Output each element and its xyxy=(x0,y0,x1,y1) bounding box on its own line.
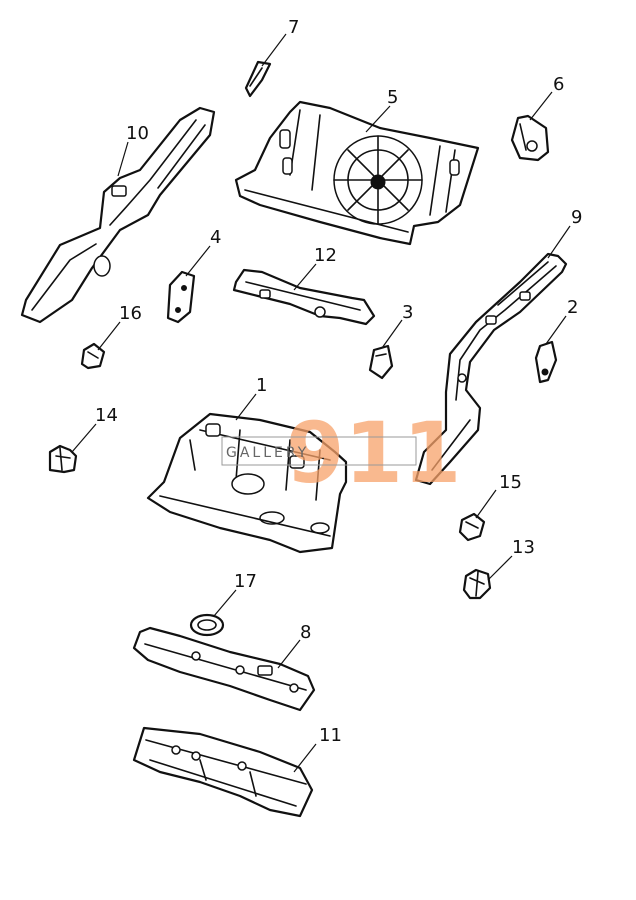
leader-17 xyxy=(213,589,237,617)
part-15[interactable] xyxy=(458,512,486,542)
part-9[interactable] xyxy=(414,252,568,486)
label-9[interactable]: 9 xyxy=(571,207,582,228)
part-12[interactable] xyxy=(232,268,376,326)
leader-8 xyxy=(277,639,301,669)
part-17[interactable] xyxy=(189,613,225,637)
leader-10 xyxy=(117,141,129,177)
watermark-number: 911 xyxy=(286,404,461,502)
leader-9 xyxy=(547,225,571,259)
watermark-text: GALLERY xyxy=(226,445,309,461)
label-16[interactable]: 16 xyxy=(119,303,142,324)
label-4[interactable]: 4 xyxy=(210,227,221,248)
part-1[interactable] xyxy=(146,412,348,554)
leader-6 xyxy=(529,91,553,121)
part-2[interactable] xyxy=(534,340,558,384)
part-8[interactable] xyxy=(132,626,316,712)
label-10[interactable]: 10 xyxy=(126,123,149,144)
watermark: 911 GALLERY xyxy=(221,404,461,502)
part-11[interactable] xyxy=(132,726,314,818)
part-14[interactable] xyxy=(48,444,78,474)
watermark-box xyxy=(221,436,417,466)
part-6[interactable] xyxy=(510,114,550,162)
leader-2 xyxy=(545,315,567,345)
leader-15 xyxy=(475,489,497,519)
label-8[interactable]: 8 xyxy=(300,622,311,643)
leader-5 xyxy=(365,105,391,133)
label-6[interactable]: 6 xyxy=(553,74,564,95)
label-15[interactable]: 15 xyxy=(499,472,522,493)
part-3[interactable] xyxy=(368,344,394,380)
label-1[interactable]: 1 xyxy=(256,375,267,396)
part-7[interactable] xyxy=(244,60,272,98)
part-16[interactable] xyxy=(80,342,106,370)
label-5[interactable]: 5 xyxy=(387,87,398,108)
label-14[interactable]: 14 xyxy=(95,405,118,426)
part-13[interactable] xyxy=(462,568,492,600)
leader-3 xyxy=(381,319,403,349)
label-13[interactable]: 13 xyxy=(512,537,535,558)
callout-labels: 7 5 6 10 4 12 9 3 2 16 1 14 15 13 17 8 1… xyxy=(95,17,582,746)
label-12[interactable]: 12 xyxy=(314,245,337,266)
leader-13 xyxy=(487,555,513,581)
part-5[interactable] xyxy=(234,100,480,246)
leader-7 xyxy=(261,33,287,67)
leader-lines xyxy=(71,33,571,773)
leader-1 xyxy=(235,393,257,421)
label-11[interactable]: 11 xyxy=(319,725,342,746)
leader-11 xyxy=(293,743,317,773)
leader-4 xyxy=(185,245,211,277)
part-10[interactable] xyxy=(20,106,216,324)
label-2[interactable]: 2 xyxy=(567,297,578,318)
leader-14 xyxy=(71,423,97,453)
part-4[interactable] xyxy=(166,270,196,324)
label-7[interactable]: 7 xyxy=(288,17,299,38)
label-17[interactable]: 17 xyxy=(234,571,257,592)
leader-16 xyxy=(97,321,121,351)
leader-12 xyxy=(293,263,317,291)
label-3[interactable]: 3 xyxy=(402,302,413,323)
